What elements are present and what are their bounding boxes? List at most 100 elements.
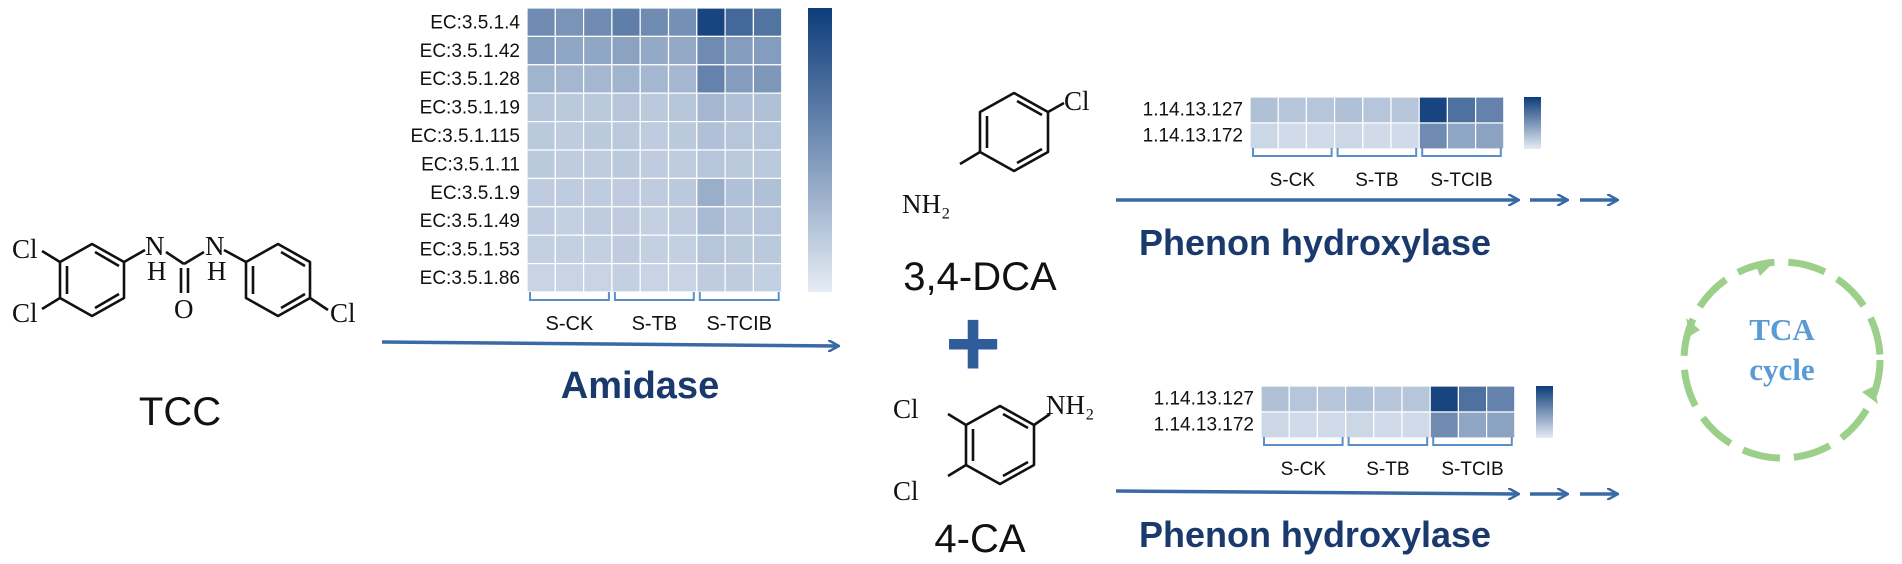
heatmap-cell [582,64,613,94]
heatmap-row-label: EC:3.5.1.115 [410,126,520,147]
heatmap-cell [1457,385,1488,413]
group-label: S-TB [1366,459,1409,480]
heatmap-cell [639,177,670,208]
heatmap-cell [526,35,556,66]
color-scale-phenol-top [1524,97,1541,149]
heatmap-row-label: EC:3.5.1.4 [430,12,520,33]
group-label: S-TB [1355,170,1398,191]
heatmap-cell [724,92,754,123]
heatmap-cell [611,263,641,293]
heatmap-cell [526,120,556,151]
tca-line2: cycle [1749,352,1814,387]
heatmap-cell [1401,411,1431,439]
heatmap-cell [611,92,641,123]
heatmap-cell [1401,385,1431,413]
heatmap-cell [611,7,641,37]
dca-label: 3,4-DCA [903,255,1057,299]
heatmap-cell [752,35,783,66]
heatmap-cell [526,206,556,236]
heatmap-cell [696,177,726,208]
heatmap-cell [526,7,556,37]
heatmap-cell [752,177,783,208]
heatmap-cell [752,234,783,265]
tca-cycle-ring [1680,258,1884,462]
group-bracket [1347,437,1429,446]
heatmap-cell [639,35,670,66]
heatmap-cell [1485,385,1516,413]
plus-sign: + [945,290,1001,397]
group-bracket [1421,148,1502,157]
heatmap-cell [554,149,585,179]
heatmap-cell [724,263,754,293]
heatmap-cell [554,206,585,236]
heatmap-cell [1362,96,1392,124]
heatmap-cell [1418,96,1448,124]
heatmap-cell [667,64,698,94]
group-bracket [1263,437,1344,446]
heatmap-cell [554,120,585,151]
heatmap-cell [667,7,698,37]
tcc-atom-labels: Cl Cl N H N H O Cl [12,231,356,328]
ca-structure [947,404,1051,486]
heatmap-cell [724,64,754,94]
group-label: S-CK [1270,170,1316,191]
heatmap-cell [696,234,726,265]
heatmap-row-label: 1.14.13.127 [1143,100,1243,121]
heatmap-cell [1249,96,1279,124]
heatmap-row-label: EC:3.5.1.42 [420,41,520,62]
heatmap-cell [526,234,556,265]
heatmap-cell [752,92,783,123]
heatmap-cell [1277,96,1307,124]
heatmap-cell [582,92,613,123]
tcc-atom-n1: N [145,231,165,261]
heatmap-cell [639,120,670,151]
heatmap-cell [724,149,754,179]
heatmap-cell [526,64,556,94]
heatmap-cell [1474,122,1505,150]
heatmap-row-label: 1.14.13.127 [1154,389,1254,410]
color-scale-amidase [808,8,832,292]
tcc-atom-h2: H [207,256,227,286]
heatmap-cell [1333,122,1364,150]
heatmap-cell [1362,122,1392,150]
dca-atom-nh2: NH₂ [902,189,950,219]
heatmap-cell [526,177,556,208]
heatmap-cell [1316,411,1347,439]
heatmap-cell [1429,385,1459,413]
heatmap-cell [667,206,698,236]
heatmap-cell [1485,411,1516,439]
group-label: S-TB [632,313,678,335]
tcc-atom-cl3: Cl [330,298,356,328]
heatmap-cell [554,263,585,293]
tcc-atom-cl2: Cl [12,298,38,328]
dca-atom-cl: Cl [1064,86,1090,116]
heatmap-cell [667,120,698,151]
group-label: S-TCIB [706,313,772,335]
ca-atom-nh2: NH₂ [1046,390,1094,420]
heatmap-cell [582,120,613,151]
phenol-top-label: Phenon hydroxylase [1139,222,1491,263]
heatmap-cell [1390,122,1420,150]
heatmap-cell [1373,411,1403,439]
heatmap-cell [696,35,726,66]
heatmap-cell [696,206,726,236]
group-bracket [1432,437,1513,446]
phenol-bottom-arrow-main [1115,491,1518,494]
heatmap-cell [1277,122,1307,150]
amidase-arrow [381,342,838,346]
heatmap-row-label: EC:3.5.1.19 [420,98,520,119]
heatmap-cell [752,263,783,293]
heatmap-cell [752,206,783,236]
heatmap-cell [667,35,698,66]
heatmap-cell [582,149,613,179]
tcc-atom-o: O [174,294,194,324]
heatmap-cell [611,206,641,236]
heatmap-cell [1333,96,1364,124]
heatmap-cell [752,64,783,94]
heatmap-cell [696,263,726,293]
heatmap-cell [667,234,698,265]
dca-structure [959,91,1065,173]
heatmap-cell [724,120,754,151]
